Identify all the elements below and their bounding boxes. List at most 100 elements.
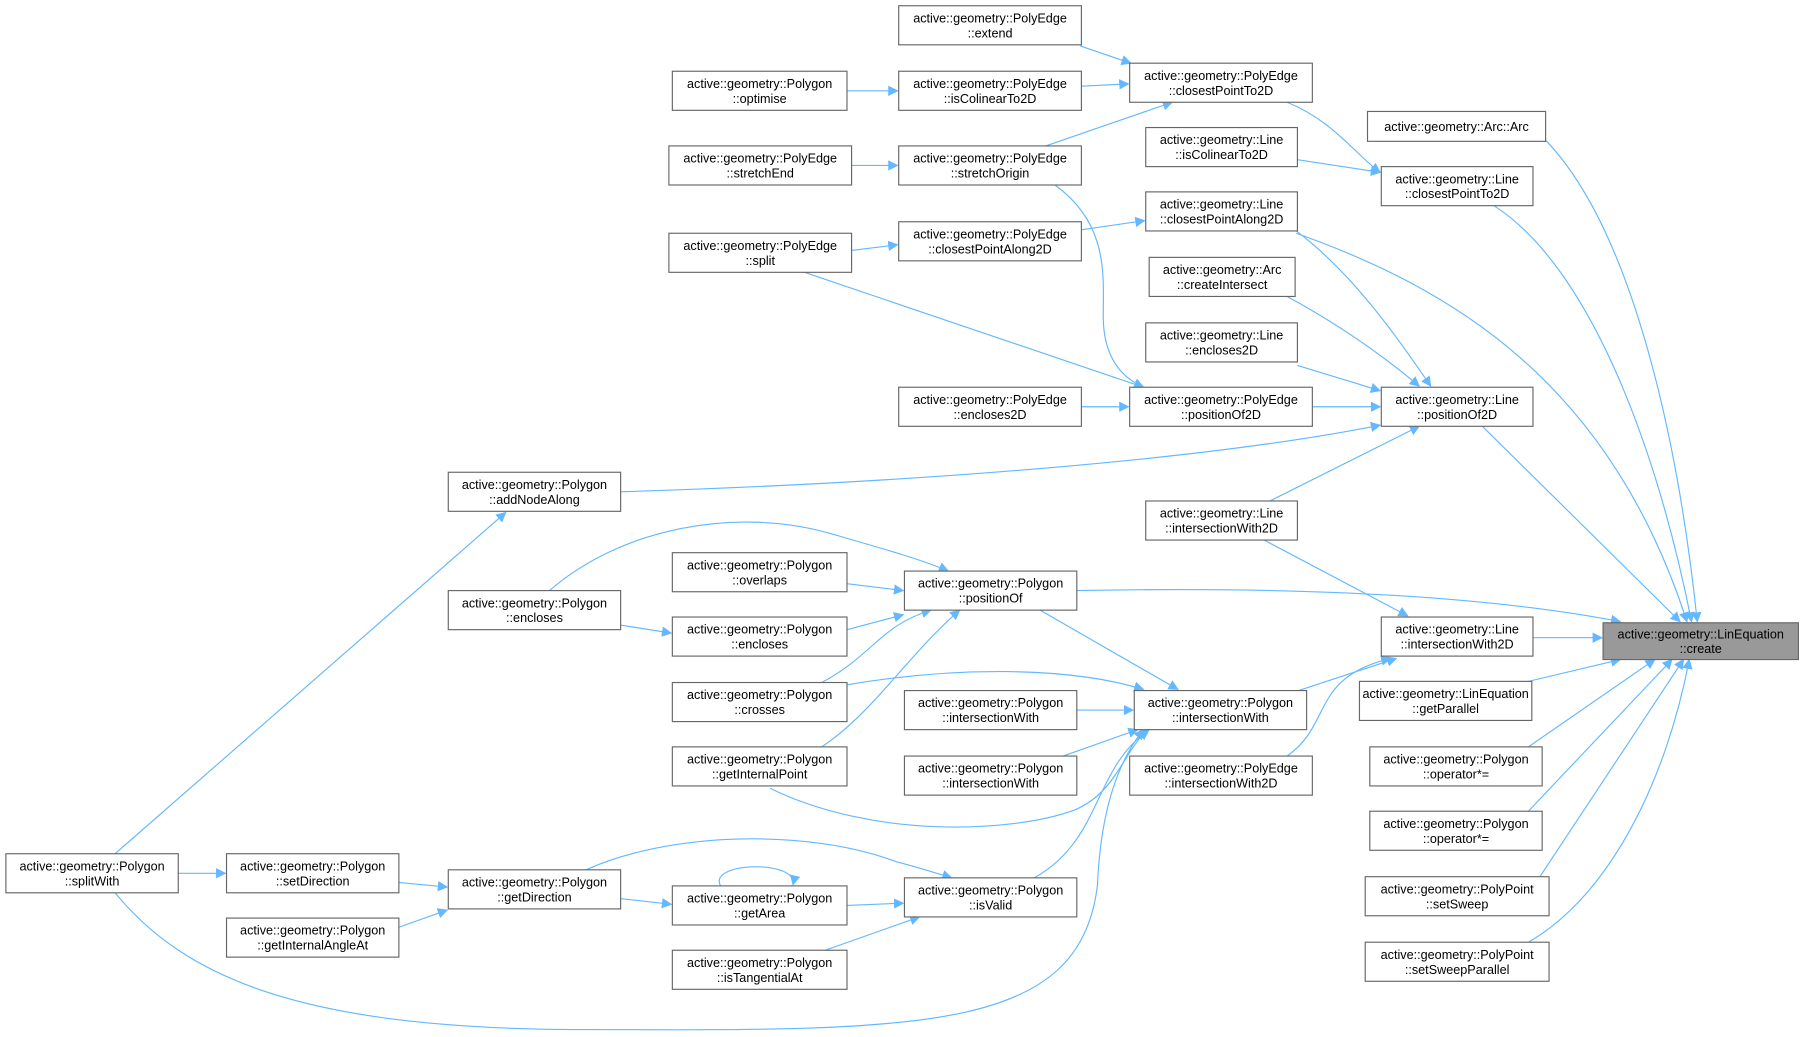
node-pg-addnodealong[interactable]: active::geometry::Polygon::addNodeAlong [447, 471, 622, 512]
node-pg-encloses-b[interactable]: active::geometry::Polygon::encloses [671, 616, 848, 657]
edge-polyedge-iscolinear-to-closestpointto2d [1081, 79, 1130, 90]
node-pg-getdirection[interactable]: active::geometry::Polygon::getDirection [447, 869, 622, 910]
edge-setsweep-to-create [1539, 658, 1685, 878]
node-pg-isvalid[interactable]: active::geometry::Polygon::isValid [903, 877, 1078, 918]
node-box [225, 853, 400, 894]
node-pg-getinternalangleat[interactable]: active::geometry::Polygon::getInternalAn… [225, 917, 400, 958]
edge-getparallel-to-create [1528, 656, 1622, 682]
edge-line-encloses2d-to-line-positionof2d [1297, 364, 1382, 393]
node-arc-arc[interactable]: active::geometry::Arc::Arc [1366, 110, 1547, 142]
node-pg-iw[interactable]: active::geometry::Polygon::intersectionW… [1133, 689, 1308, 731]
node-method-label: ::setSweep [1426, 897, 1488, 911]
node-box [898, 145, 1082, 186]
edge-splitwith-to-addnodealong [114, 511, 507, 855]
node-le-getparallel[interactable]: active::geometry::LinEquation::getParall… [1358, 680, 1533, 722]
node-pg-encloses-a[interactable]: active::geometry::Polygon::encloses [447, 590, 622, 631]
node-pe-cpt2d[interactable]: active::geometry::PolyEdge::closestPoint… [1129, 62, 1313, 103]
node-pe-stretchend[interactable]: active::geometry::PolyEdge::stretchEnd [668, 145, 853, 186]
node-class-label: active::geometry::Polygon [687, 558, 832, 572]
node-method-label: ::split [746, 254, 776, 268]
node-box [1366, 110, 1547, 142]
node-pe-extend[interactable]: active::geometry::PolyEdge::extend [898, 5, 1082, 46]
edge-stretchorigin-to-polyedge-positionof2d [1054, 184, 1145, 389]
node-pe-encloses2d[interactable]: active::geometry::PolyEdge::encloses2D [898, 386, 1082, 427]
node-method-label: ::isValid [969, 898, 1012, 912]
node-pp-setsweepparallel[interactable]: active::geometry::PolyPoint::setSweepPar… [1364, 941, 1550, 982]
node-class-label: active::geometry::Polygon [918, 696, 1063, 710]
node-pg-setdirection[interactable]: active::geometry::Polygon::setDirection [225, 853, 400, 894]
node-pg-getarea[interactable]: active::geometry::Polygon::getArea [671, 885, 848, 926]
node-method-label: ::getDirection [497, 890, 571, 904]
node-method-label: ::getParallel [1412, 702, 1479, 716]
edge-line-iw2d-a-to-line-iw2d-b [1263, 539, 1409, 617]
node-pg-istangentialat[interactable]: active::geometry::Polygon::isTangentialA… [671, 949, 848, 990]
node-class-label: active::geometry::Polygon [687, 892, 832, 906]
node-box [671, 746, 848, 787]
node-class-label: active::geometry::Line [1395, 393, 1519, 407]
node-ln-iw2d-b[interactable]: active::geometry::Line::intersectionWith… [1380, 616, 1534, 657]
node-pe-split[interactable]: active::geometry::PolyEdge::split [668, 232, 853, 273]
node-pg-opmul-b[interactable]: active::geometry::Polygon::operator*= [1369, 810, 1543, 851]
node-create[interactable]: active::geometry::LinEquation::create [1602, 622, 1799, 661]
node-box [1129, 62, 1313, 103]
node-class-label: active::geometry::Line [1160, 507, 1284, 521]
node-box [898, 5, 1082, 46]
node-ln-cpa2d[interactable]: active::geometry::Line::closestPointAlon… [1145, 191, 1298, 232]
node-method-label: ::operator*= [1423, 832, 1489, 846]
node-box [1369, 746, 1543, 787]
node-box [671, 552, 848, 593]
node-box [903, 689, 1078, 731]
node-method-label: ::intersectionWith2D [1401, 638, 1514, 652]
node-class-label: active::geometry::PolyEdge [913, 152, 1067, 166]
node-class-label: active::geometry::Line [1395, 172, 1519, 186]
node-pe-pos2d[interactable]: active::geometry::PolyEdge::positionOf2D [1129, 386, 1313, 427]
node-pe-stretchorigin[interactable]: active::geometry::PolyEdge::stretchOrigi… [898, 145, 1082, 186]
node-pg-optimise[interactable]: active::geometry::Polygon::optimise [671, 70, 848, 111]
node-pg-iw-b[interactable]: active::geometry::Polygon::intersectionW… [903, 755, 1078, 796]
node-method-label: ::closestPointAlong2D [928, 242, 1052, 256]
node-pg-opmul-a[interactable]: active::geometry::Polygon::operator*= [1369, 746, 1543, 787]
node-ln-iw2d-a[interactable]: active::geometry::Line::intersectionWith… [1145, 500, 1298, 541]
node-class-label: active::geometry::Polygon [240, 924, 385, 938]
node-pg-crosses[interactable]: active::geometry::Polygon::crosses [671, 681, 848, 723]
node-class-label: active::geometry::Arc [1163, 263, 1282, 277]
node-box [1602, 622, 1799, 661]
edge-split-to-polyedge-positionof2d [804, 271, 1145, 390]
node-pg-splitwith[interactable]: active::geometry::Polygon::splitWith [5, 853, 179, 894]
node-ln-cpt2d[interactable]: active::geometry::Line::closestPointTo2D [1380, 166, 1534, 207]
edge-positionof-to-create [1076, 589, 1622, 625]
node-pe-iscol[interactable]: active::geometry::PolyEdge::isColinearTo… [898, 70, 1082, 111]
node-pg-getinternalpoint[interactable]: active::geometry::Polygon::getInternalPo… [671, 746, 848, 787]
node-pe-iw2d[interactable]: active::geometry::PolyEdge::intersection… [1129, 755, 1313, 796]
node-box [447, 869, 622, 910]
node-box [903, 570, 1078, 611]
node-class-label: active::geometry::Arc::Arc [1384, 120, 1529, 134]
node-ln-pos2d[interactable]: active::geometry::Line::positionOf2D [1380, 386, 1534, 427]
edge-setsweepparallel-to-create [1528, 658, 1693, 943]
node-class-label: active::geometry::Polygon [462, 478, 607, 492]
node-pg-positionof[interactable]: active::geometry::Polygon::positionOf [903, 570, 1078, 611]
edge-getarea-self-loop [718, 866, 801, 887]
node-class-label: active::geometry::Line [1395, 623, 1519, 637]
node-method-label: ::stretchOrigin [951, 167, 1030, 181]
node-pe-cpa2d[interactable]: active::geometry::PolyEdge::closestPoint… [898, 221, 1082, 262]
node-pg-iw-a[interactable]: active::geometry::Polygon::intersectionW… [903, 689, 1078, 731]
node-class-label: active::geometry::Line [1160, 198, 1284, 212]
node-box [1145, 500, 1298, 541]
edge-arc-to-create [1545, 139, 1702, 623]
node-box [898, 386, 1082, 427]
node-pp-setsweep[interactable]: active::geometry::PolyPoint::setSweep [1364, 876, 1550, 917]
node-class-label: active::geometry::Polygon [918, 884, 1063, 898]
node-class-label: active::geometry::Polygon [1383, 817, 1528, 831]
edge-line-cpt2d-to-create [1493, 205, 1695, 623]
node-arc-createintersect[interactable]: active::geometry::Arc::createIntersect [1148, 256, 1296, 298]
node-ln-encloses2d[interactable]: active::geometry::Line::encloses2D [1145, 322, 1298, 363]
node-box [1380, 616, 1534, 657]
node-class-label: active::geometry::PolyEdge [683, 239, 837, 253]
node-method-label: ::intersectionWith [1172, 711, 1269, 725]
node-class-label: active::geometry::Polygon [687, 623, 832, 637]
nodes: active::geometry::LinEquation::createact… [5, 5, 1799, 990]
node-ln-iscol[interactable]: active::geometry::Line::isColinearTo2D [1145, 126, 1298, 168]
node-pg-overlaps[interactable]: active::geometry::Polygon::overlaps [671, 552, 848, 593]
node-class-label: active::geometry::PolyPoint [1381, 882, 1534, 896]
